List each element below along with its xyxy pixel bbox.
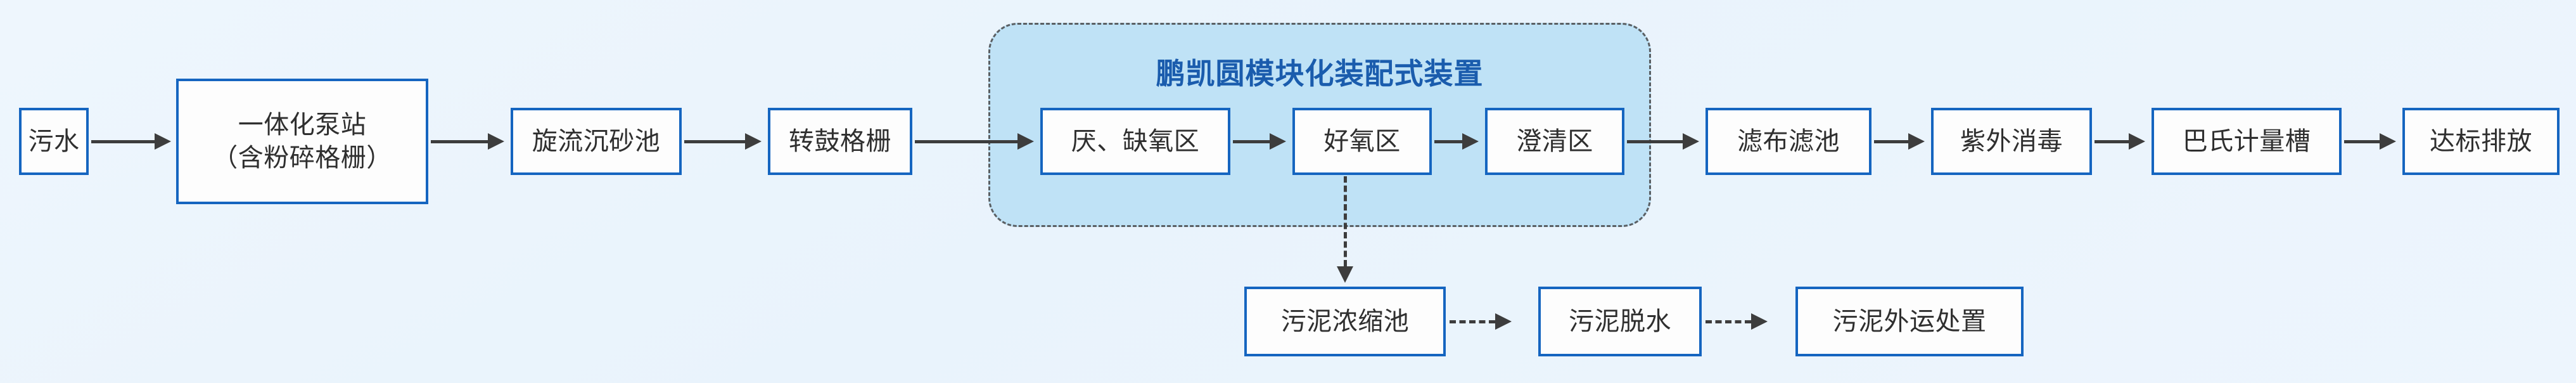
arrow-dewatering-to-disposal (1706, 320, 1751, 323)
node-parshall-flume[interactable]: 巴氏计量槽 (2152, 108, 2342, 175)
node-influent[interactable]: 污水 (19, 108, 89, 175)
arrow-head-dewatering-to-disposal (1751, 313, 1768, 330)
node-grit-chamber[interactable]: 旋流沉砂池 (511, 108, 682, 175)
node-sludge-disposal[interactable]: 污泥外运处置 (1795, 287, 2024, 356)
arrow-head-thickener-to-dewatering (1495, 313, 1512, 330)
arrow-aerobic-to-clarify (1434, 140, 1462, 143)
arrow-anoxic-to-aerobic (1233, 140, 1270, 143)
arrow-head-uv-to-parshall (2129, 133, 2145, 150)
node-aerobic-zone[interactable]: 好氧区 (1292, 108, 1432, 175)
arrow-head-aerobic-to-thickener (1337, 266, 1353, 283)
arrow-head-aerobic-to-clarify (1462, 133, 1479, 150)
arrow-drum-to-anoxic (915, 140, 1017, 143)
arrow-head-influent-to-pump (155, 133, 171, 150)
node-clarify-zone[interactable]: 澄清区 (1485, 108, 1624, 175)
node-pump-station[interactable]: 一体化泵站 （含粉碎格栅） (176, 79, 428, 204)
arrow-uv-to-parshall (2095, 140, 2129, 143)
node-cloth-filter[interactable]: 滤布滤池 (1706, 108, 1871, 175)
arrow-cloth-filter-to-uv (1874, 140, 1908, 143)
node-compliant-discharge[interactable]: 达标排放 (2402, 108, 2560, 175)
arrow-influent-to-pump (91, 140, 155, 143)
arrow-head-pump-to-grit (488, 133, 504, 150)
arrow-head-parshall-to-discharge (2380, 133, 2396, 150)
arrow-grit-to-drum (684, 140, 745, 143)
node-uv-disinfect[interactable]: 紫外消毒 (1931, 108, 2092, 175)
node-sludge-dewatering[interactable]: 污泥脱水 (1538, 287, 1702, 356)
arrow-head-clarify-to-cloth-filter (1683, 133, 1699, 150)
arrow-aerobic-to-thickener (1344, 176, 1347, 266)
arrow-clarify-to-cloth-filter (1627, 140, 1683, 143)
arrow-head-grit-to-drum (745, 133, 762, 150)
arrow-thickener-to-dewatering (1450, 320, 1495, 323)
node-anoxic-zone[interactable]: 厌、缺氧区 (1040, 108, 1230, 175)
arrow-head-anoxic-to-aerobic (1270, 133, 1286, 150)
arrow-head-drum-to-anoxic (1017, 133, 1034, 150)
arrow-parshall-to-discharge (2344, 140, 2380, 143)
node-sludge-thickener[interactable]: 污泥浓缩池 (1244, 287, 1446, 356)
arrow-pump-to-grit (431, 140, 488, 143)
node-drum-screen[interactable]: 转鼓格栅 (768, 108, 912, 175)
module-group-title: 鹏凯圆模块化装配式装置 (1156, 57, 1484, 90)
arrow-head-cloth-filter-to-uv (1908, 133, 1925, 150)
